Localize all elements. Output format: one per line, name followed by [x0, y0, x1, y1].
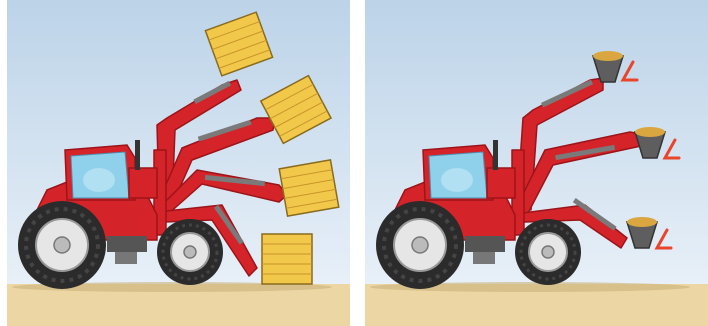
- rear-wheel: [18, 201, 106, 289]
- illustration-panel-bale-fork: [7, 0, 350, 326]
- rear-wheel: [376, 201, 464, 289]
- front-wheel: [157, 219, 223, 285]
- bale-ground: [262, 234, 312, 284]
- bale-middle: [279, 160, 339, 216]
- illustration-panel-bucket: [365, 0, 708, 326]
- bale-loader-illustration: [7, 0, 350, 326]
- front-wheel: [515, 219, 581, 285]
- bucket-loader-illustration: [365, 0, 708, 326]
